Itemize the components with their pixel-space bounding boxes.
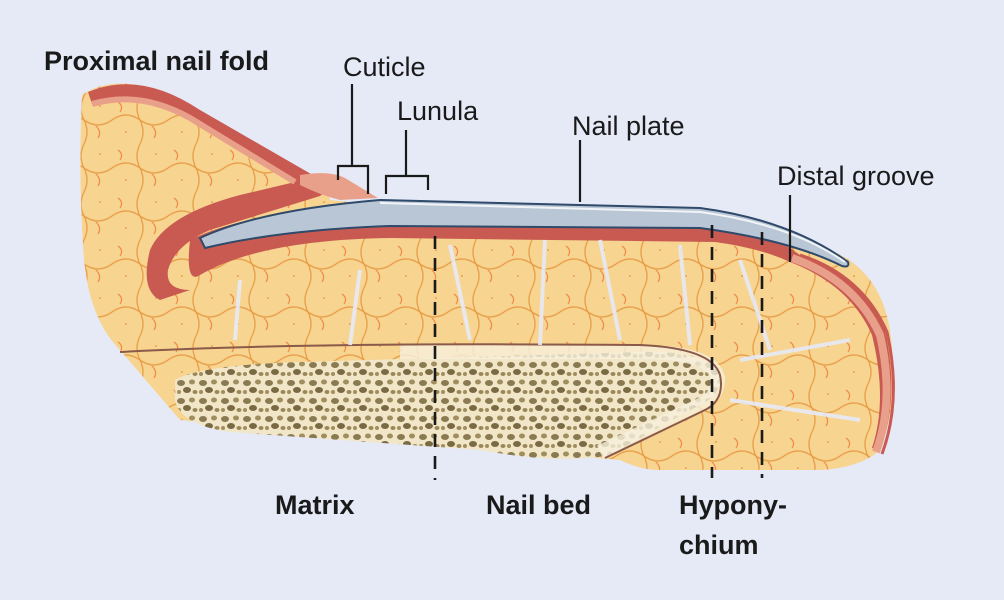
cuticle-pointer <box>336 84 370 194</box>
label-hyponychium-line2: chium <box>679 530 759 560</box>
bone <box>175 351 721 459</box>
label-distal-groove: Distal groove <box>777 161 935 191</box>
label-nail-bed: Nail bed <box>486 490 592 520</box>
label-hyponychium-line1: Hypony- <box>679 490 787 520</box>
label-proximal-nail-fold: Proximal nail fold <box>44 46 270 76</box>
lunula-pointer <box>384 130 430 194</box>
label-lunula: Lunula <box>397 96 479 126</box>
label-matrix: Matrix <box>275 490 355 520</box>
nail-plate-shape <box>198 198 850 268</box>
cuticle-tissue <box>300 173 378 200</box>
label-cuticle: Cuticle <box>343 52 426 82</box>
label-nail-plate: Nail plate <box>572 111 685 141</box>
